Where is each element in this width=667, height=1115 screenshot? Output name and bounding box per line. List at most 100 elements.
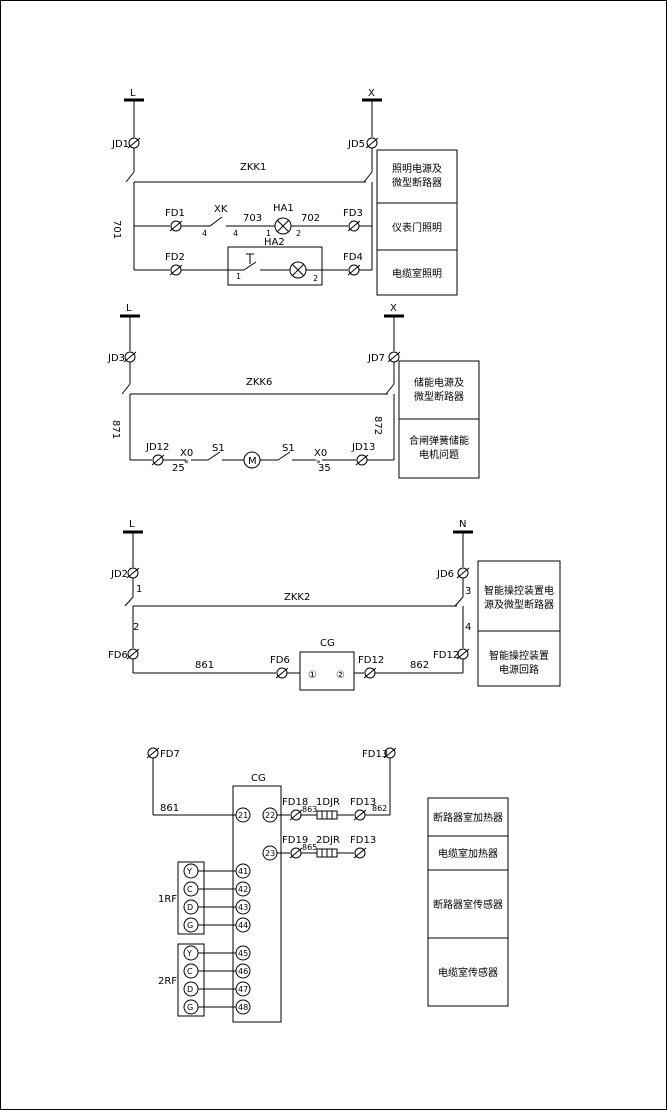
intelligent-control-circuit: L N JD2 1 JD6 3 ZKK2 2 FD6 4 FD12 861 FD… xyxy=(108,519,561,691)
label-FD12: FD12 xyxy=(358,655,384,666)
terminal-FD13-b xyxy=(353,847,367,859)
wire-862: 862 xyxy=(410,660,429,671)
terminal-FD6-left xyxy=(126,648,140,660)
pin-G: G xyxy=(187,1003,193,1012)
label-FD7: FD7 xyxy=(160,749,180,760)
spring-legend-table: 储能电源及 微型断路器 合闸弹簧储能 电机问题 xyxy=(398,360,480,479)
legend-cable-room-lighting: 电缆室照明 xyxy=(392,267,442,280)
terminal-JD1 xyxy=(127,137,141,149)
legend-control-loop-2: 电源回路 xyxy=(499,663,539,676)
label-FD3: FD3 xyxy=(343,208,363,219)
label-2RF: 2RF xyxy=(158,976,177,987)
legend-control-power-1: 智能操控装置电 xyxy=(484,584,554,597)
label-JD2: JD2 xyxy=(110,569,128,580)
label-JD1: JD1 xyxy=(111,139,129,150)
switch-ZKK1-left xyxy=(125,171,135,183)
legend-breaker-sensor: 断路器室传感器 xyxy=(433,898,503,911)
terminal-45: 45 xyxy=(238,949,248,958)
terminal-FD18 xyxy=(289,809,303,821)
switch-XK xyxy=(209,216,223,227)
terminal-JD5 xyxy=(365,137,379,149)
CG-terminal-1: ① xyxy=(308,670,317,681)
label-ZKK1: ZKK1 xyxy=(240,162,266,173)
sensor-1RF-pins: Y C D G xyxy=(183,863,236,933)
label-FD6-left: FD6 xyxy=(108,650,128,661)
pin-D: D xyxy=(187,903,193,912)
label-CG-block: CG xyxy=(251,773,266,784)
terminal-FD3 xyxy=(347,220,361,232)
plug-right: » xyxy=(316,457,321,466)
terminal-JD12 xyxy=(151,454,165,466)
terminal-FD12 xyxy=(363,667,377,679)
pin-Y: Y xyxy=(186,949,192,958)
node-4: 4 xyxy=(465,622,471,633)
node-2: 2 xyxy=(296,229,301,238)
HA2-node-2: 2 xyxy=(313,274,318,283)
label-FD6: FD6 xyxy=(270,655,290,666)
heater-sensor-circuit: FD7 861 FD13 CG 21 22 23 FD18 863 1DJR F… xyxy=(146,747,509,1023)
label-X: X xyxy=(368,88,375,99)
label-JD7: JD7 xyxy=(367,353,385,364)
node-862: 862 xyxy=(372,804,387,813)
label-FD1: FD1 xyxy=(165,208,185,219)
label-FD2: FD2 xyxy=(165,252,185,263)
node-25: 25 xyxy=(172,463,185,474)
label-JD12: JD12 xyxy=(145,442,169,453)
label-FD13-a: FD13 xyxy=(350,797,376,808)
node-35: 35 xyxy=(318,463,331,474)
legend-storage-power-1: 储能电源及 xyxy=(414,376,464,389)
legend-control-power-2: 源及微型断路器 xyxy=(484,598,554,611)
legend-lighting-power-2: 微型断路器 xyxy=(392,176,442,189)
label-HA1: HA1 xyxy=(273,203,294,214)
sensor-2RF xyxy=(177,943,205,1017)
HA2-enclosure xyxy=(227,246,323,286)
label-L2: L xyxy=(126,303,132,314)
terminal-FD19 xyxy=(289,847,303,859)
terminal-JD2 xyxy=(126,567,140,579)
node-4b: 4 xyxy=(233,229,238,238)
lighting-circuit: L X JD1 JD5 ZKK1 701 FD1 4 XK 4 703 HA1 … xyxy=(111,88,458,296)
legend-cable-heater: 电缆室加热器 xyxy=(438,847,498,860)
legend-lighting-power-1: 照明电源及 xyxy=(392,162,442,175)
label-FD19: FD19 xyxy=(282,835,308,846)
switch-S1-left xyxy=(207,451,221,461)
wire-703: 703 xyxy=(243,213,262,224)
CG-terminal-block xyxy=(232,785,282,1023)
terminal-JD3 xyxy=(123,351,137,363)
label-M: M xyxy=(248,456,257,467)
pin-C: C xyxy=(187,967,193,976)
terminal-43: 43 xyxy=(238,903,248,912)
plug-left: « xyxy=(184,457,189,466)
CG-terminal-2: ② xyxy=(336,670,345,681)
label-JD3: JD3 xyxy=(107,353,125,364)
label-N3: N xyxy=(459,519,466,530)
label-1RF: 1RF xyxy=(158,894,177,905)
label-HA2: HA2 xyxy=(264,237,285,248)
terminal-FD1 xyxy=(169,220,183,232)
label-X0-right: X0 xyxy=(314,448,327,459)
label-CG: CG xyxy=(320,638,335,649)
switch-ZKK1-right xyxy=(363,171,373,183)
wire-871: 871 xyxy=(110,420,121,439)
wire-701: 701 xyxy=(111,220,122,239)
label-FD13-b: FD13 xyxy=(350,835,376,846)
terminal-42: 42 xyxy=(238,885,248,894)
node-2: 2 xyxy=(133,622,139,633)
legend-storage-power-2: 微型断路器 xyxy=(414,390,464,403)
label-X0-left: X0 xyxy=(180,448,193,459)
label-1DJR: 1DJR xyxy=(316,797,340,808)
label-JD6: JD6 xyxy=(436,569,454,580)
terminal-FD2 xyxy=(169,264,183,276)
label-X2: X xyxy=(390,303,397,314)
node-1: 1 xyxy=(136,584,142,595)
control-legend-table: 智能操控装置电 源及微型断路器 智能操控装置 电源回路 xyxy=(477,560,561,687)
label-2DJR: 2DJR xyxy=(316,835,340,846)
terminal-44: 44 xyxy=(238,921,248,930)
pin-C: C xyxy=(187,885,193,894)
wire-861: 861 xyxy=(160,803,179,814)
label-S1-left: S1 xyxy=(212,443,225,454)
label-JD13: JD13 xyxy=(351,442,375,453)
